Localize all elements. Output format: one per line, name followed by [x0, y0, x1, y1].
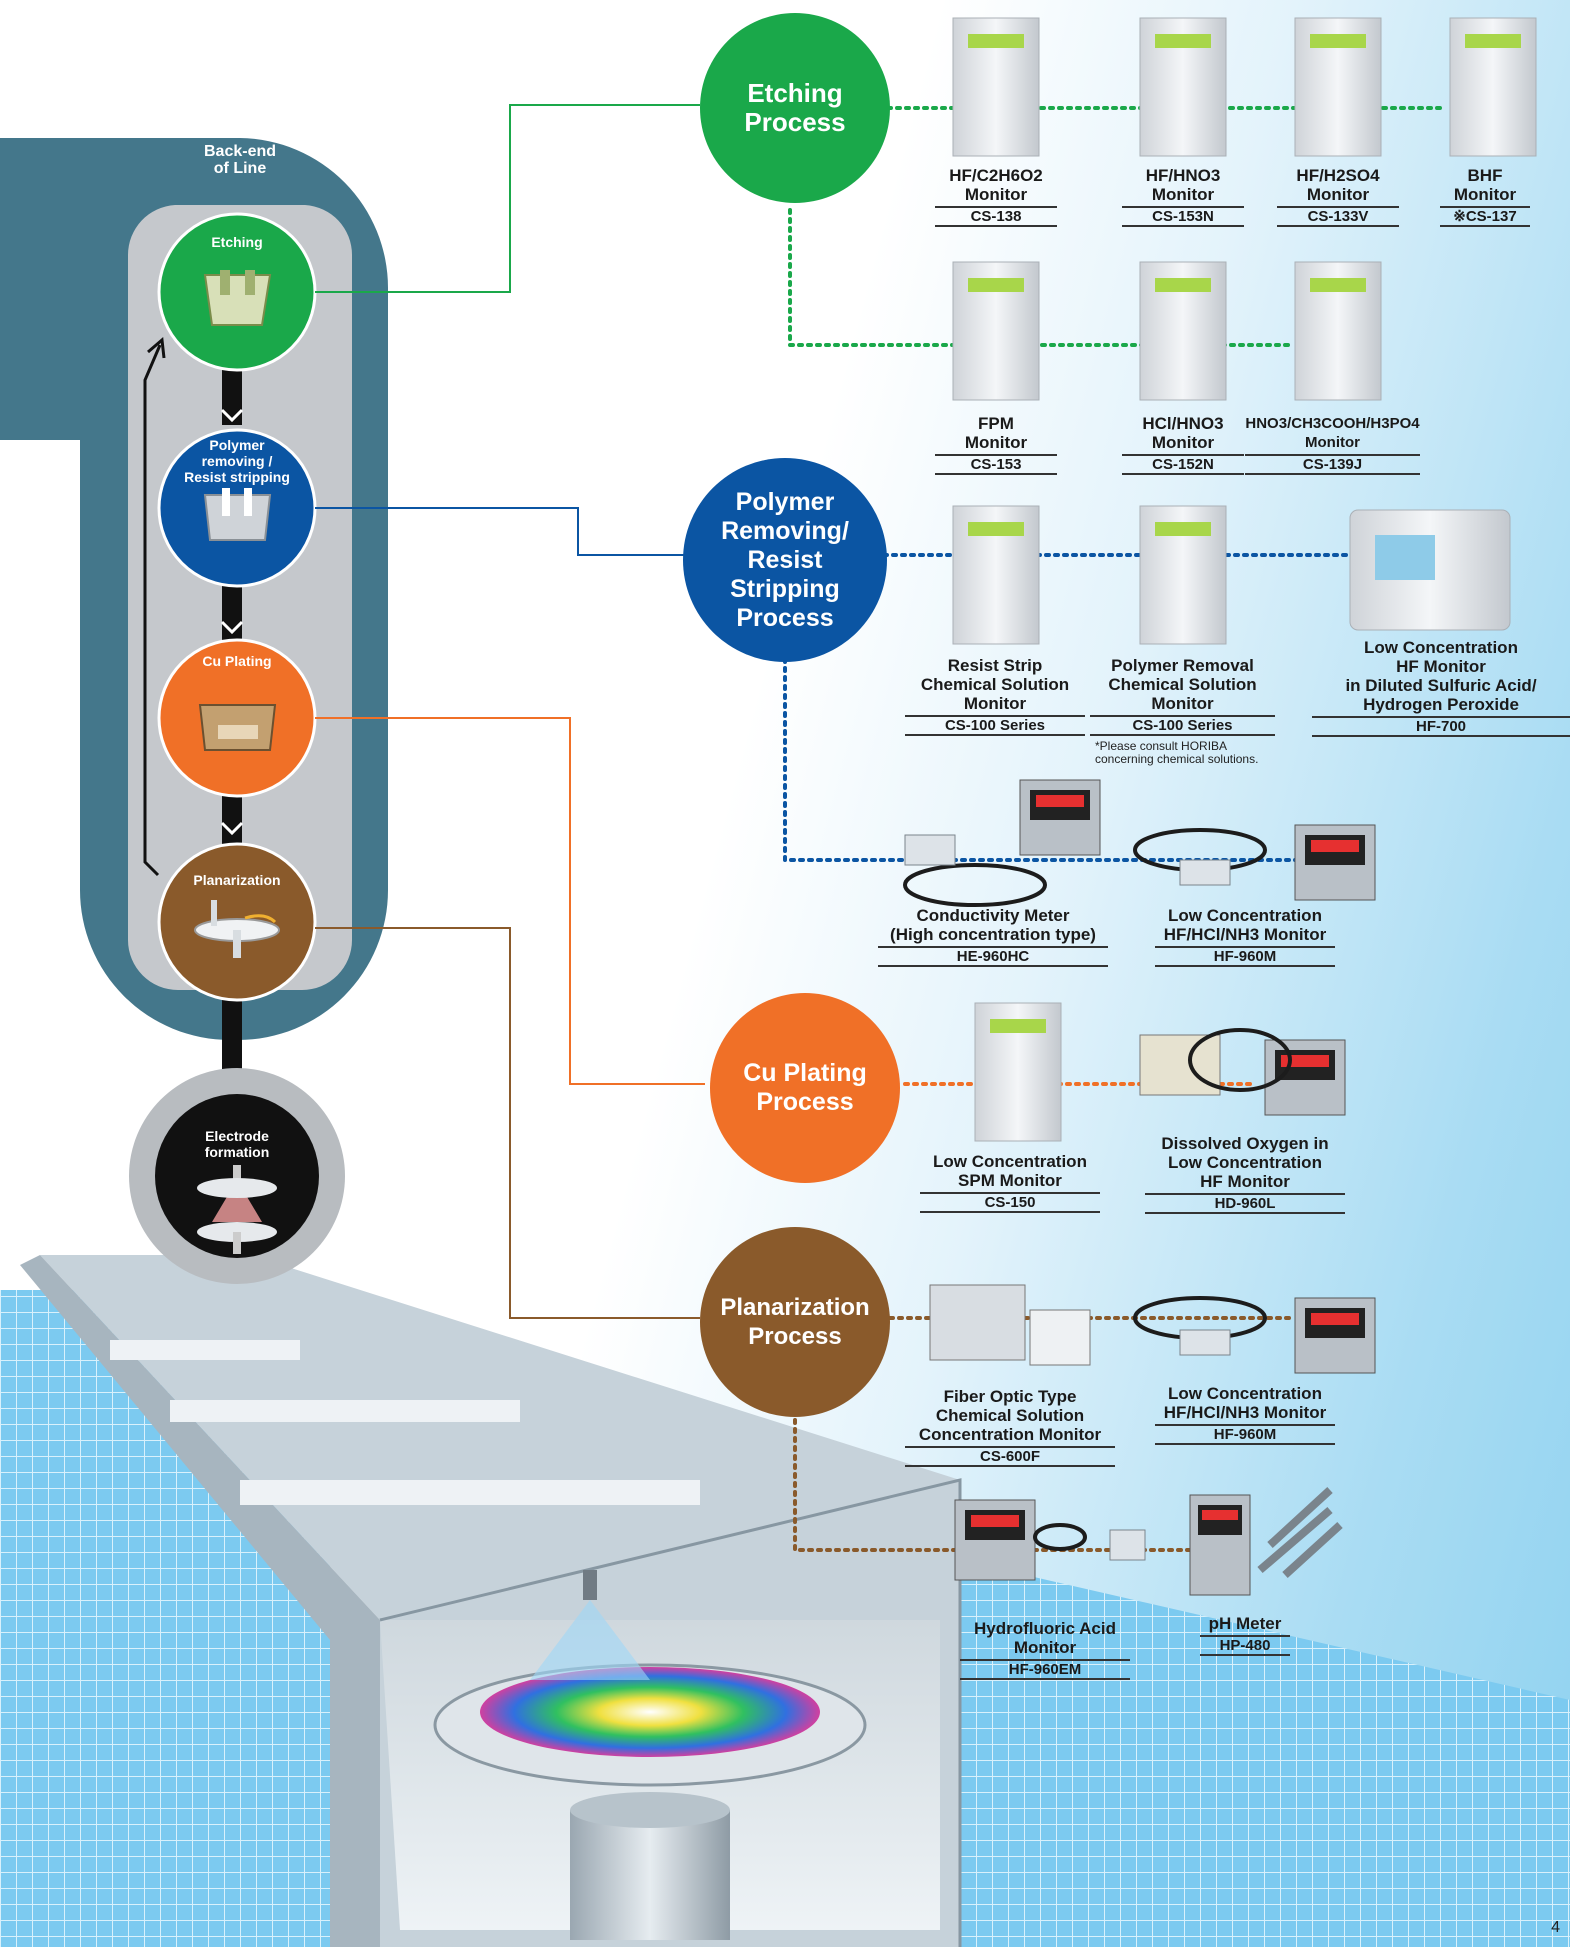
wet-bench-illustration [20, 1255, 962, 1947]
page-number: 4 [1551, 1919, 1560, 1936]
sensor-cables [903, 828, 1292, 1551]
product-label: Polymer Removal Chemical Solution Monito… [1090, 656, 1275, 736]
etching-icon [203, 270, 272, 326]
dots-polymer-down [783, 648, 1332, 862]
product-label: BHF Monitor※CS-137 [1440, 166, 1530, 227]
hd960l-pump [1139, 1034, 1221, 1096]
polymer-icon [203, 488, 272, 541]
product-label: Fiber Optic Type Chemical Solution Conce… [905, 1387, 1115, 1467]
dots-etching-down [788, 208, 1292, 347]
planar-process-title: Planarization Process [720, 1294, 870, 1350]
connector-polymer [315, 507, 690, 556]
polymer-process-title: Polymer Removing/ Resist Stripping Proce… [721, 487, 849, 632]
connector-planar [315, 927, 700, 1319]
step-label-electrode: Electrode formation [204, 1128, 270, 1160]
hf700-screen [1375, 535, 1435, 580]
cu-plating-icon [198, 704, 277, 751]
product-label: Dissolved Oxygen in Low Concentration HF… [1145, 1134, 1345, 1214]
cu-process-title: Cu Plating Process [743, 1059, 867, 1116]
planar-process-circle [700, 1227, 890, 1417]
consult-note: *Please consult HORIBA concerning chemic… [1095, 739, 1259, 766]
step-label-etching: Etching [211, 234, 263, 250]
electrode-icon [197, 1165, 277, 1254]
connector-etching [315, 104, 700, 293]
floor-grid-right [960, 1560, 1570, 1947]
etching-process-title: Etching Process [744, 78, 846, 137]
step-label-planar: Planarization [193, 872, 281, 888]
etching-process-circle [700, 13, 890, 203]
step-label-cu: Cu Plating [202, 653, 272, 669]
cs600f-unit [929, 1284, 1026, 1361]
product-label: Low Concentration HF Monitor in Diluted … [1312, 638, 1570, 737]
cu-process-circle [710, 993, 900, 1183]
connector-cu [315, 717, 705, 1085]
beol-title: Back-end of Line [203, 143, 277, 177]
sensor-probes [904, 834, 1343, 1578]
polymer-process-circle [683, 458, 887, 662]
step-label-polymer: Polymer removing / Resist stripping [184, 437, 290, 485]
planarization-icon [194, 900, 280, 958]
product-label: Conductivity Meter (High concentration t… [878, 906, 1108, 967]
product-displays [968, 34, 1521, 1033]
